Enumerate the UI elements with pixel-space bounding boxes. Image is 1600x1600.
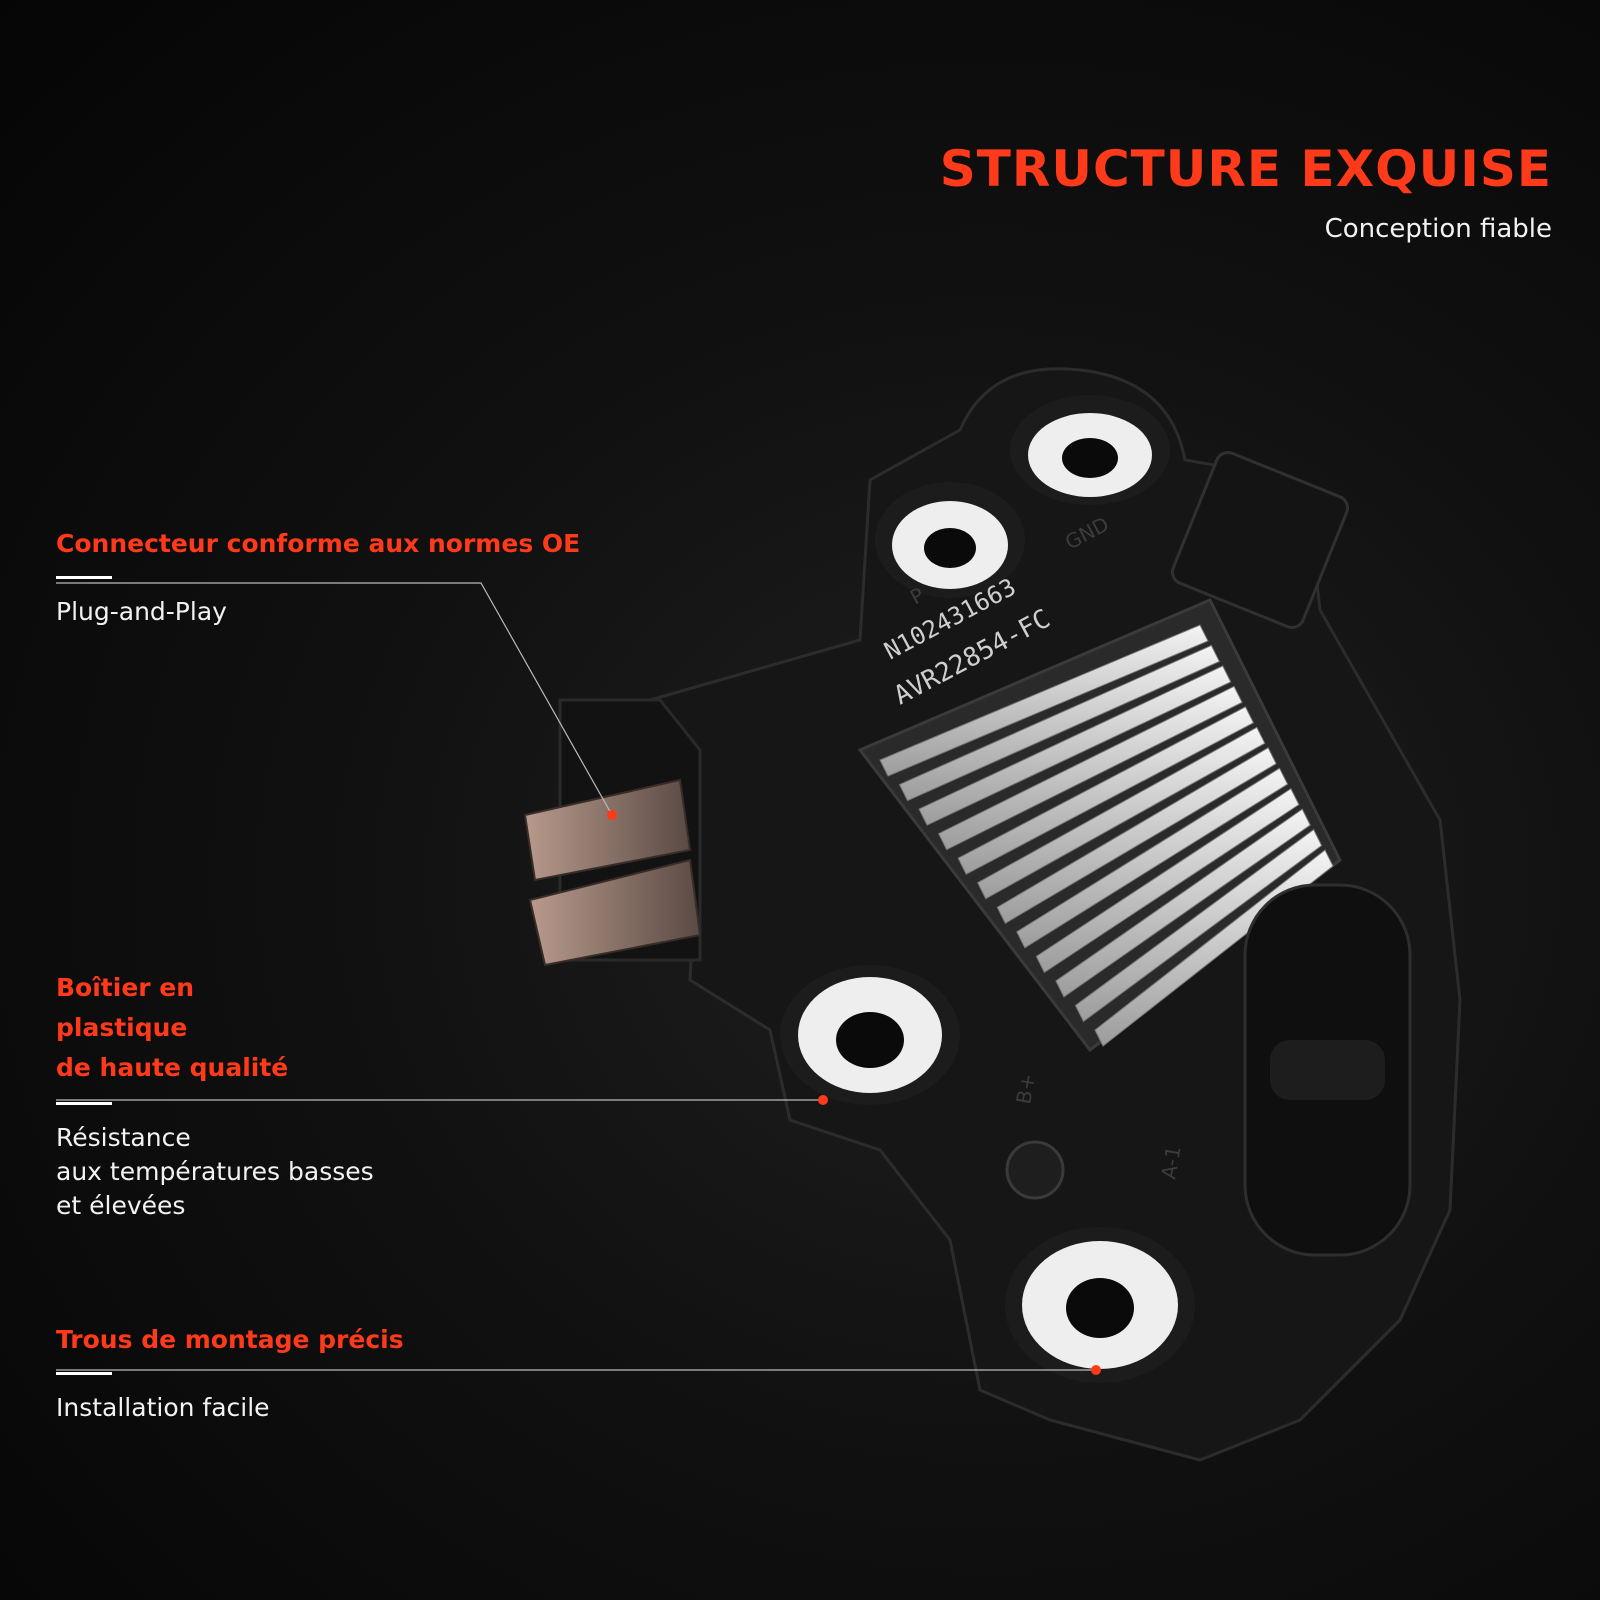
callout-holes-body: Installation facile xyxy=(56,1393,270,1422)
callout-divider xyxy=(56,1102,112,1105)
callout-holes-title: Trous de montage précis xyxy=(56,1325,404,1354)
page-title: STRUCTURE EXQUISE xyxy=(939,140,1552,198)
callout-connector-body: Plug-and-Play xyxy=(56,597,227,626)
heatsink-fin xyxy=(1016,767,1289,949)
a1-label: A-1 xyxy=(1156,1144,1185,1181)
heatsink-fin xyxy=(977,726,1266,900)
b-plus-label: B+ xyxy=(1011,1072,1040,1106)
heatsink-fin xyxy=(1074,828,1323,1023)
connector-block xyxy=(1170,450,1350,630)
mounting-hole-middle xyxy=(780,965,960,1105)
callout-mounting-holes: Trous de montage précis Installation fac… xyxy=(56,1320,404,1425)
callout-housing-body: Résistance aux températures basses et él… xyxy=(56,1123,374,1220)
heatsink-fin xyxy=(957,706,1255,875)
heatsink-fin xyxy=(898,644,1221,802)
heatsink-fin xyxy=(996,747,1277,924)
heatsink-fin xyxy=(937,685,1243,851)
callout-connector-title: Connecteur conforme aux normes OE xyxy=(56,529,581,558)
page-subtitle: Conception fiable xyxy=(1324,214,1552,244)
callout-divider xyxy=(56,1372,112,1375)
callout-connector: Connecteur conforme aux normes OE Plug-a… xyxy=(56,524,580,629)
callout-housing: Boîtier en plastique de haute qualité Ré… xyxy=(56,968,374,1223)
screw-icon xyxy=(1005,1140,1065,1200)
mounting-hole-top xyxy=(1010,395,1170,505)
marker-dot-holes xyxy=(1091,1365,1101,1375)
carbon-brush-lower xyxy=(528,858,702,967)
callout-divider xyxy=(56,576,112,579)
mounting-hole-bottom xyxy=(1005,1227,1195,1383)
carbon-brush-upper xyxy=(523,778,692,882)
connector-socket xyxy=(1270,1040,1385,1100)
mounting-hole-left xyxy=(875,482,1025,598)
heatsink-fin xyxy=(1035,787,1300,974)
heatsink-fin xyxy=(879,624,1209,777)
heatsink-fin xyxy=(918,665,1232,826)
callout-housing-title: Boîtier en plastique de haute qualité xyxy=(56,973,289,1082)
marker-dot-connector xyxy=(607,810,617,820)
marker-dot-housing xyxy=(818,1095,828,1105)
heatsink-fin xyxy=(1055,808,1311,998)
heatsink xyxy=(857,598,1342,1053)
leader-line-connector xyxy=(56,582,613,816)
